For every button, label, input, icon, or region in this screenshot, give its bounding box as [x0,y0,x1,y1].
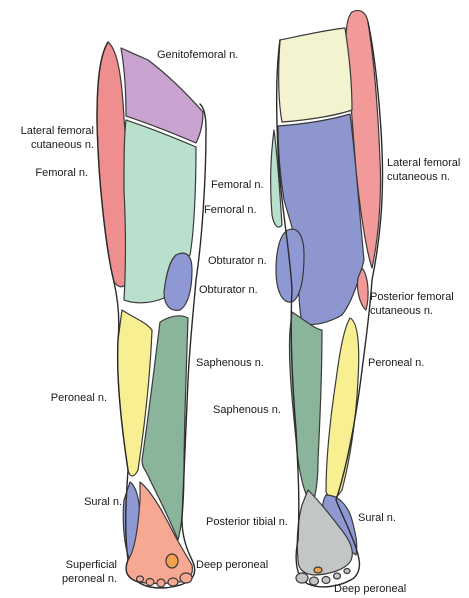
posterior-thigh-region [277,113,365,326]
anterior-labels: Genitofemoral n. Lateral femoral cutaneo… [21,49,269,585]
posterior-femoral-cutaneous-upper-region [278,27,353,123]
label-posterior-obturator: Obturator n. [208,255,267,267]
label-anterior-deep-peroneal: Deep peroneal [196,559,268,571]
anterior-deep-peroneal-region [165,553,179,569]
label-superficial-peroneal-1: Superficial [66,559,117,571]
label-posterior-femoral: Femoral n. [211,179,264,191]
posterior-tibial-region [296,489,353,576]
label-posterior-femoral-cutaneous-1: Posterior femoral [370,291,454,303]
posterior-toes [295,567,351,586]
anterior-genitofemoral-region [120,47,204,144]
anterior-leg [96,41,207,589]
posterior-deep-peroneal-region [313,566,323,574]
anterior-toes [135,572,193,588]
posterior-leg [270,9,384,588]
label-posterior-tibial: Posterior tibial n. [206,516,288,528]
label-posterior-lateral-femoral-cutaneous-1: Lateral femoral [387,157,460,169]
anterior-leg-outline [96,41,207,589]
label-posterior-saphenous: Saphenous n. [213,404,281,416]
posterior-femoral-region [270,129,283,228]
anterior-obturator-region [163,252,193,311]
label-posterior-sural: Sural n. [358,512,396,524]
label-posterior-deep-peroneal: Deep peroneal [334,583,406,595]
label-anterior-saphenous: Saphenous n. [196,357,264,369]
posterior-labels: Femoral n. Femoral n. Obturator n. Later… [204,157,460,595]
label-anterior-femoral: Femoral n. [35,167,88,179]
label-posterior-femoral-2: Femoral n. [204,204,257,216]
label-posterior-lateral-femoral-cutaneous-2: cutaneous n. [387,171,450,183]
label-superficial-peroneal-2: peroneal n. [62,573,117,585]
label-anterior-sural: Sural n. [84,496,122,508]
label-genitofemoral: Genitofemoral n. [157,49,238,61]
label-anterior-lateral-femoral-cutaneous-2: cutaneous n. [31,139,94,151]
posterior-leg-outline [276,21,384,588]
posterior-peroneal-region [325,317,360,499]
label-anterior-peroneal: Peroneal n. [51,392,107,404]
posterior-lateral-lower-region [356,267,369,311]
label-anterior-lateral-femoral-cutaneous-1: Lateral femoral [21,125,94,137]
label-posterior-femoral-cutaneous-2: cutaneous n. [370,305,433,317]
label-anterior-obturator: Obturator n. [199,284,258,296]
label-posterior-peroneal: Peroneal n. [368,357,424,369]
